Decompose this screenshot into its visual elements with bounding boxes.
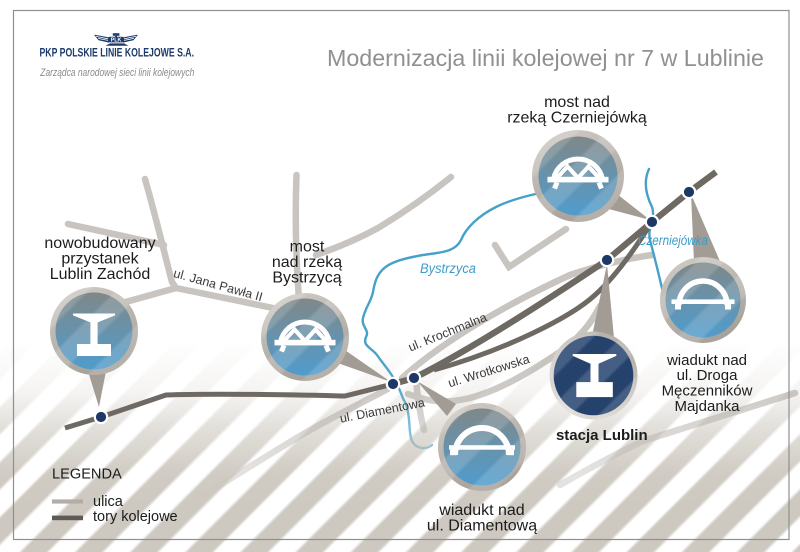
svg-text:przystanek: przystanek: [61, 251, 139, 268]
svg-text:Zarządca narodowej sieci linii: Zarządca narodowej sieci linii kolejowyc…: [40, 67, 195, 79]
svg-text:most nad: most nad: [544, 94, 610, 111]
svg-text:most: most: [290, 239, 325, 256]
svg-text:Lublin Zachód: Lublin Zachód: [50, 266, 151, 283]
svg-text:ulica: ulica: [93, 494, 124, 510]
svg-text:Bystrzycą: Bystrzycą: [272, 270, 341, 287]
svg-text:nowobudowany: nowobudowany: [44, 235, 155, 252]
svg-text:PKP POLSKIE LINIE KOLEJOWE S.A: PKP POLSKIE LINIE KOLEJOWE S.A.: [40, 46, 195, 60]
svg-text:ul. Droga: ul. Droga: [677, 367, 739, 384]
svg-text:wiadukt nad: wiadukt nad: [438, 502, 524, 519]
svg-text:Majdanka: Majdanka: [674, 398, 740, 415]
svg-text:Bystrzyca: Bystrzyca: [420, 261, 476, 276]
svg-text:Czerniejówka: Czerniejówka: [638, 233, 708, 248]
svg-text:LEGENDA: LEGENDA: [52, 467, 122, 483]
svg-text:rzeką Czerniejówką: rzeką Czerniejówką: [507, 110, 647, 127]
svg-text:PLK: PLK: [111, 38, 122, 44]
svg-text:nad rzeką: nad rzeką: [272, 254, 342, 271]
svg-text:Męczenników: Męczenników: [662, 383, 753, 400]
svg-text:Modernizacja linii kolejowej n: Modernizacja linii kolejowej nr 7 w Lubl…: [327, 45, 764, 71]
svg-text:wiadukt nad: wiadukt nad: [666, 352, 747, 369]
svg-text:ul. Diamentową: ul. Diamentową: [427, 518, 537, 535]
svg-text:stacja Lublin: stacja Lublin: [556, 427, 648, 444]
svg-text:tory kolejowe: tory kolejowe: [93, 509, 178, 525]
